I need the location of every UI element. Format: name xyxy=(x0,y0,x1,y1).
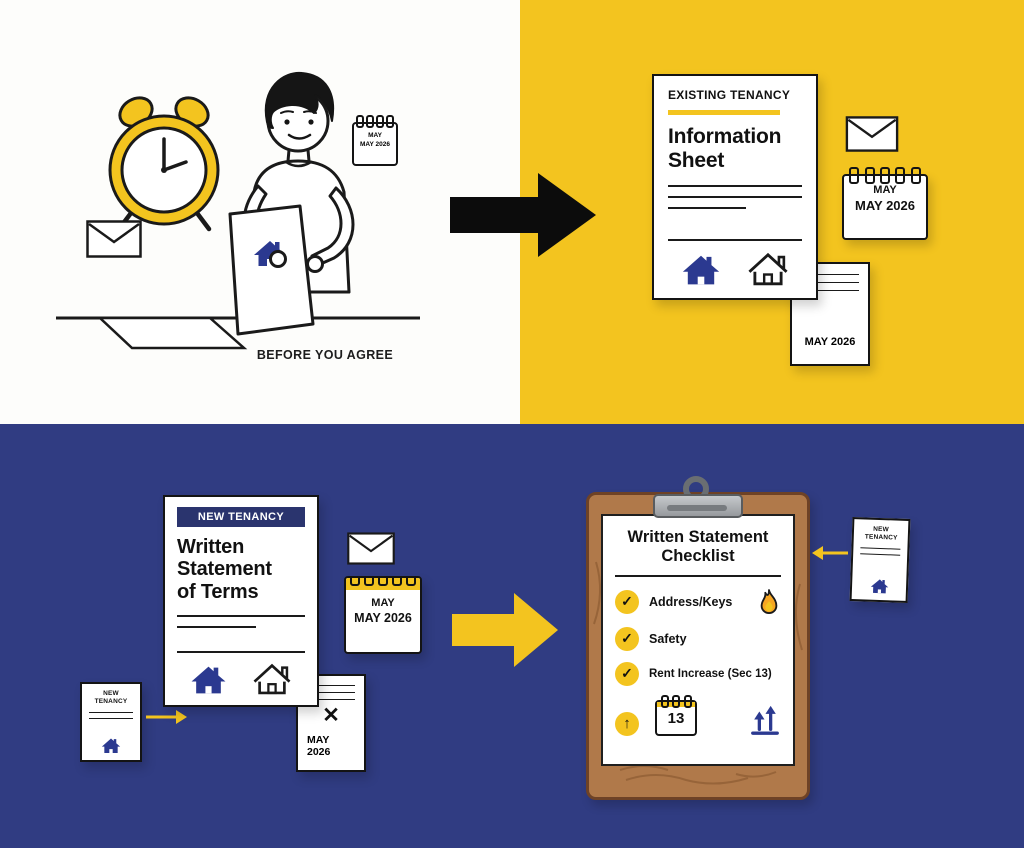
calendar-month: MAY xyxy=(371,597,395,609)
house-filled-icon xyxy=(870,579,888,594)
checklist-footer-row: ↑ 13 xyxy=(615,694,781,736)
clip-slot xyxy=(667,505,727,511)
flow-arrow-black xyxy=(450,173,596,257)
new-tenancy-label: NEW TENANCY xyxy=(177,507,305,527)
small-doc-tag: NEW TENANCY xyxy=(864,525,898,542)
existing-tenancy-label: EXISTING TENANCY xyxy=(668,88,791,102)
document-line xyxy=(668,239,802,241)
document-line xyxy=(177,626,257,629)
clipboard: Written Statement Checklist ✓ Address/Ke… xyxy=(586,476,810,800)
flow-arrow-yellow xyxy=(452,593,558,667)
wood-grain xyxy=(593,561,803,785)
document-line xyxy=(668,196,802,199)
document-line xyxy=(307,692,355,693)
small-doc-date: MAY 2026 xyxy=(307,734,331,758)
caption-before-you-agree: BEFORE YOU AGREE xyxy=(256,348,394,362)
document-line xyxy=(801,290,859,291)
alarm-clock-icon xyxy=(108,96,220,232)
calendar-day-13: 13 xyxy=(655,694,697,736)
document-line xyxy=(860,553,901,556)
small-arrow-left xyxy=(812,546,848,560)
envelope-icon xyxy=(347,532,395,565)
document-line xyxy=(307,685,355,686)
calendar-date: MAY 2026 xyxy=(855,198,915,213)
checklist-item-label: Safety xyxy=(649,631,687,646)
document-line xyxy=(177,651,305,653)
checklist-item-label: Rent Increase (Sec 13) xyxy=(649,667,772,680)
document-line xyxy=(89,718,133,720)
flame-icon xyxy=(760,589,778,614)
small-arrow-right xyxy=(146,710,187,724)
envelope-icon xyxy=(845,116,899,152)
accent-bar xyxy=(668,110,780,115)
clip-body xyxy=(653,494,743,518)
checklist-item: ✓ Safety xyxy=(615,626,781,651)
small-doc-tag: NEW TENANCY xyxy=(94,690,128,706)
calendar-rings xyxy=(346,578,420,586)
up-arrow-circle-icon: ↑ xyxy=(615,711,639,736)
small-document-may-2026: MAY 2026 xyxy=(790,262,870,366)
calendar-rings xyxy=(354,115,396,128)
small-document-new-tenancy: NEW TENANCY xyxy=(849,517,911,603)
calendar-day: 13 xyxy=(667,709,685,727)
document-title: Information Sheet xyxy=(668,125,782,172)
house-outline-icon xyxy=(253,663,291,695)
calendar-may-2026: MAY MAY 2026 xyxy=(842,167,928,240)
house-filled-icon xyxy=(682,255,720,285)
house-filled-icon xyxy=(191,666,226,694)
mini-calendar-date: MAY 2026 xyxy=(360,141,390,148)
house-filled-icon xyxy=(101,738,121,753)
checklist-item-label: Address/Keys xyxy=(649,594,733,609)
calendar-date: MAY 2026 xyxy=(354,611,412,625)
calendar-rings xyxy=(844,167,926,184)
check-icon: ✓ xyxy=(615,626,639,651)
calendar-may-2026: MAY MAY 2026 xyxy=(344,576,422,654)
document-line xyxy=(307,699,355,700)
small-doc-date: MAY 2026 xyxy=(804,336,856,348)
small-document-new-tenancy: NEW TENANCY xyxy=(80,682,142,762)
person-reading-illustration xyxy=(228,71,355,336)
check-icon: ✓ xyxy=(615,661,639,686)
double-up-arrow-icon xyxy=(751,705,779,735)
house-outline-icon xyxy=(748,252,788,286)
mini-calendar: MAY MAY 2026 xyxy=(352,115,398,166)
document-line xyxy=(801,282,859,283)
information-sheet-document: EXISTING TENANCY Information Sheet xyxy=(652,74,818,300)
calendar-month: MAY xyxy=(873,184,897,196)
x-mark-icon: ✕ xyxy=(322,704,340,727)
document-line xyxy=(89,712,133,714)
house-row xyxy=(668,251,802,286)
calendar-rings xyxy=(657,694,695,708)
document-line xyxy=(668,185,802,188)
check-icon: ✓ xyxy=(615,589,639,614)
checklist-item: ✓ Rent Increase (Sec 13) xyxy=(615,661,781,686)
house-row xyxy=(177,662,305,695)
document-title: Written Statement of Terms xyxy=(177,536,272,603)
mini-calendar-month: MAY xyxy=(368,132,382,139)
envelope-icon xyxy=(86,220,142,258)
checklist-title: Written Statement Checklist xyxy=(627,528,769,565)
document-line xyxy=(668,207,746,210)
document-line xyxy=(615,574,781,577)
document-line xyxy=(177,615,305,618)
clipboard-paper: Written Statement Checklist ✓ Address/Ke… xyxy=(601,514,795,766)
document-line xyxy=(801,274,859,275)
checklist-item: ✓ Address/Keys xyxy=(615,588,781,616)
calendar-band xyxy=(657,701,695,707)
written-statement-document: NEW TENANCY Written Statement of Terms xyxy=(163,495,319,707)
document-line xyxy=(860,547,901,550)
